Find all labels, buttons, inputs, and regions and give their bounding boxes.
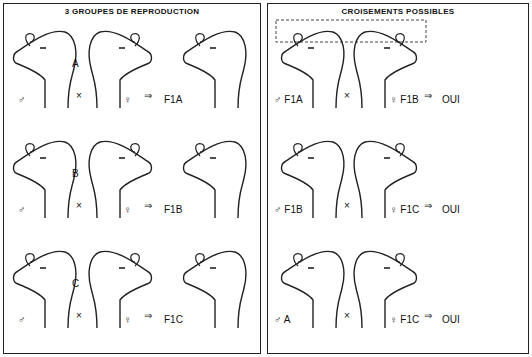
cross-label: ♂: [18, 204, 26, 215]
cross-label: OUI: [442, 94, 460, 105]
panel-title: 3 GROUPES DE REPRODUCTION: [4, 7, 260, 16]
cross-label: C: [72, 278, 79, 289]
cross-label: A: [72, 58, 79, 69]
offspring-head: [184, 31, 246, 108]
cross-label: ♀ F1B: [390, 94, 419, 105]
cross-label: F1A: [164, 94, 182, 105]
male-head: [14, 141, 76, 218]
male-head: [282, 251, 344, 328]
cross-label: ♀: [124, 314, 132, 325]
cross-label: F1B: [164, 204, 182, 215]
cross-label: ×: [76, 90, 82, 101]
cross-label: ♀: [124, 94, 132, 105]
panel-box: 3 GROUPES DE REPRODUCTION: [3, 3, 261, 354]
male-head: [14, 31, 76, 108]
cross-label: ⇒: [424, 200, 432, 211]
cross-label: ♂ F1B: [274, 204, 303, 215]
cross-label: ♂: [18, 314, 26, 325]
female-head: [89, 141, 151, 218]
cross-label: ×: [76, 310, 82, 321]
female-head: [89, 31, 151, 108]
male-head: [14, 251, 76, 328]
cross-label: ×: [76, 200, 82, 211]
cross-label: OUI: [442, 204, 460, 215]
offspring-head: [184, 251, 246, 328]
cross-label: ⇒: [144, 90, 152, 101]
cross-label: ×: [344, 200, 350, 211]
cross-label: OUI: [442, 314, 460, 325]
cross-label: ⇒: [144, 200, 152, 211]
panel-box: CROISEMENTS POSSIBLES: [267, 3, 529, 354]
cross-label: ♂: [18, 94, 26, 105]
cross-label: ♀ F1C: [390, 204, 419, 215]
panel-title: CROISEMENTS POSSIBLES: [268, 7, 528, 16]
cross-label: F1C: [164, 314, 183, 325]
cross-label: ♂ A: [274, 314, 290, 325]
offspring-head: [184, 141, 246, 218]
cross-label: ⇒: [424, 310, 432, 321]
dashed-frame: [276, 20, 426, 42]
cross-label: ♀ F1C: [390, 314, 419, 325]
cross-label: ×: [344, 90, 350, 101]
cross-label: ♀: [124, 204, 132, 215]
cross-label: ×: [344, 310, 350, 321]
cross-label: B: [72, 168, 79, 179]
female-head: [89, 251, 151, 328]
cross-label: ♂ F1A: [274, 94, 303, 105]
cross-label: ⇒: [144, 310, 152, 321]
cross-label: ⇒: [424, 90, 432, 101]
